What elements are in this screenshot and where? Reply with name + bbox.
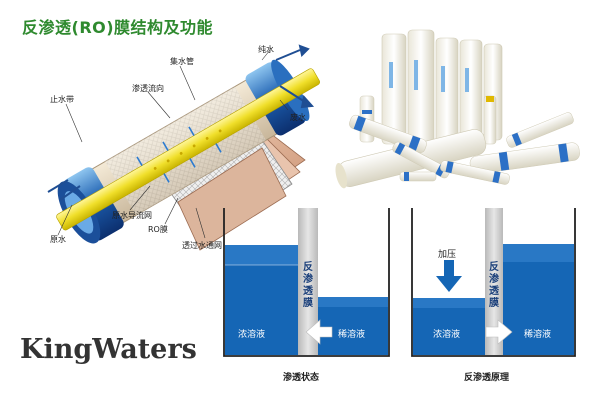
label-raw-spacer: 原水导流网 xyxy=(112,211,152,220)
osmosis-caption: 渗透状态 xyxy=(283,373,320,383)
right-tank-dilute-label: 稀溶液 xyxy=(524,330,552,340)
label-permeate-spacer: 透过水通网 xyxy=(182,241,222,250)
label-permeate-flow: 渗透流向 xyxy=(132,84,164,93)
standing-tubes xyxy=(359,29,503,149)
page-title: 反渗透(RO)膜结构及功能 xyxy=(22,18,214,37)
osmosis-arrow xyxy=(305,319,333,345)
label-pure-water: 纯水 xyxy=(258,45,274,54)
label-raw-water: 原水 xyxy=(50,235,66,244)
left-tank-dilute-label: 稀溶液 xyxy=(338,330,366,340)
lying-tubes xyxy=(335,112,580,189)
membrane-vertical-label: 反渗透膜 xyxy=(489,262,499,309)
membrane-housing xyxy=(56,59,320,244)
brand-logo-text: KingWaters xyxy=(20,334,197,365)
label-collect-pipe: 集水管 xyxy=(170,57,194,66)
label-ro-membrane: RO膜 xyxy=(148,225,168,234)
membrane-vertical-label: 反渗透膜 xyxy=(303,262,313,309)
membrane-elements-photo xyxy=(335,29,580,189)
reverse-arrow xyxy=(485,319,513,345)
right-tank-concentrate-label: 浓溶液 xyxy=(433,330,461,340)
left-tank-concentrate-label: 浓溶液 xyxy=(238,330,266,340)
osmosis-tank xyxy=(223,208,390,357)
reverse-osmosis-tank xyxy=(411,208,576,357)
ro-membrane-cutaway xyxy=(47,44,320,251)
reverse-osmosis-caption: 反渗透原理 xyxy=(464,373,510,383)
label-concentrate: 废水 xyxy=(290,113,306,122)
membrane-wall xyxy=(485,208,503,355)
leader-lines xyxy=(57,49,289,239)
tank-wall xyxy=(223,208,390,357)
label-brine-seal: 止水带 xyxy=(50,95,74,104)
flow-arrows xyxy=(47,44,315,201)
pressure-label: 加压 xyxy=(438,250,457,260)
tank-wall xyxy=(411,208,576,357)
pressure-arrow xyxy=(436,260,462,292)
membrane-wall xyxy=(298,208,318,355)
right-solution xyxy=(503,244,574,355)
